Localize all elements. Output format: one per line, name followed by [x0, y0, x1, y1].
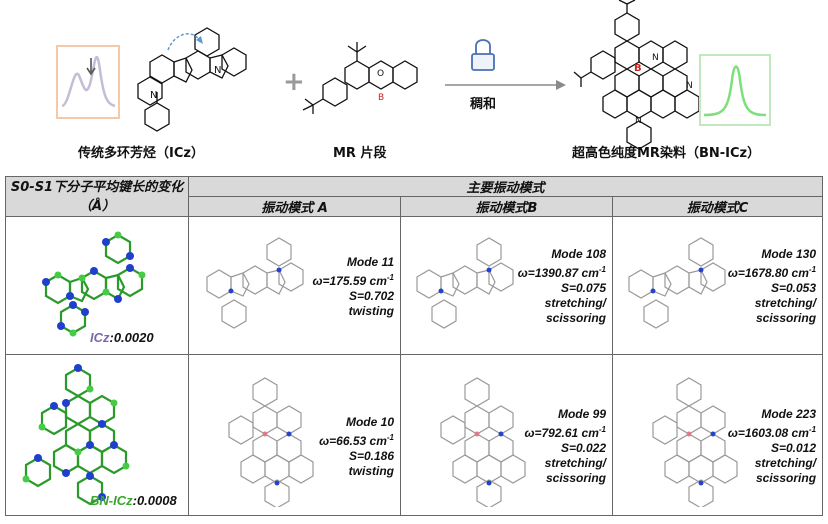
unit-superscript: -1 [808, 425, 817, 434]
icz-mode-b-line-4: stretching/ [544, 296, 606, 310]
bn-icz-mode-c-structure [652, 377, 738, 507]
icz-value: :0.0020 [109, 330, 154, 345]
bn-icz-mode-a-text: Mode 10 ω=66.53 cm-1 S=0.186 twisting [319, 415, 394, 479]
bn-icz-bond-cell: BN-ICz:0.0008 [5, 354, 189, 516]
icz-mode-c-text: Mode 130 ω=1678.80 cm-1 S=0.053 stretchi… [728, 247, 816, 326]
bn-n-atom-2: N [686, 81, 693, 91]
mr-b-atom: B [378, 93, 384, 103]
main-modes-header: 主要振动模式 [187, 176, 824, 197]
icz-mode-b-line-5: scissoring [545, 311, 606, 325]
icz-n-atom-2: N [214, 65, 221, 76]
icz-mode-c-line-1: Mode 130 [761, 247, 817, 261]
bond-length-header: S0-S1下分子平均键长的变化（Å） [5, 176, 189, 217]
icz-mode-c-line-2: ω=1678.80 cm-1 [727, 265, 817, 280]
vibration-mode-table: S0-S1下分子平均键长的变化（Å） 主要振动模式 振动模式 A 振动模式B 振… [5, 176, 824, 516]
bn-icz-mode-b-line-4: stretching/ [544, 456, 606, 470]
icz-mode-b-text: Mode 108 ω=1390.87 cm-1 S=0.075 stretchi… [518, 247, 606, 326]
unit-superscript: -1 [386, 433, 394, 442]
icz-caption: 传统多环芳烃（ICz） [78, 146, 204, 161]
bn-icz-mode-c-line-1: Mode 223 [761, 407, 817, 421]
bn-icz-mode-a-cell: Mode 10 ω=66.53 cm-1 S=0.186 twisting [188, 354, 401, 516]
icz-mode-b-line-1: Mode 108 [551, 247, 606, 261]
icz-bond-label: ICz:0.0020 [90, 330, 154, 345]
icz-mode-a-text: Mode 11 ω=175.59 cm-1 S=0.702 twisting [312, 255, 394, 319]
icz-n-atom-1: N [150, 90, 157, 101]
bn-icz-mode-b-line-3: S=0.022 [560, 441, 606, 455]
icz-mode-a-line-3: S=0.702 [348, 289, 394, 303]
mr-o-atom: O [377, 69, 384, 79]
icz-bond-cell: ICz:0.0020 [5, 216, 189, 355]
icz-overlay-structure [42, 231, 146, 337]
bn-icz-mode-b-cell: Mode 99 ω=792.61 cm-1 S=0.022 stretching… [400, 354, 613, 516]
unit-superscript: -1 [808, 265, 817, 274]
bn-icz-structure [573, 0, 700, 150]
unit-superscript: -1 [386, 273, 394, 282]
plus-sign: + [283, 67, 305, 97]
bn-icz-mode-c-cell: Mode 223 ω=1603.08 cm-1 S=0.012 stretchi… [611, 354, 824, 516]
mode-a-header: 振动模式 A [188, 196, 401, 217]
icz-name: ICz [90, 330, 110, 345]
unit-superscript: -1 [598, 425, 606, 434]
fusion-arc-arrowhead [196, 36, 203, 44]
bn-icz-mode-b-structure [440, 377, 526, 507]
icz-mode-a-structure [206, 237, 304, 329]
bn-icz-mode-c-line-4: stretching/ [754, 456, 817, 470]
icz-mode-b-line-2: ω=1390.87 cm-1 [517, 265, 606, 280]
icz-mode-b-line-3: S=0.075 [560, 281, 606, 295]
reaction-arrowhead [556, 80, 566, 90]
bn-icz-mode-a-line-2: ω=66.53 cm-1 [319, 433, 394, 448]
icz-structure [137, 27, 247, 132]
bn-icz-caption: 超高色纯度MR染料（BN-ICz） [572, 146, 761, 161]
icz-mode-a-line-2: ω=175.59 cm-1 [312, 273, 394, 288]
bn-icz-overlay-structure [22, 364, 130, 506]
icz-mode-c-structure [628, 237, 726, 329]
icz-mode-b-cell: Mode 108 ω=1390.87 cm-1 S=0.075 stretchi… [400, 216, 613, 355]
bn-icz-mode-b-text: Mode 99 ω=792.61 cm-1 S=0.022 stretching… [524, 407, 606, 486]
icz-mode-b-structure [416, 237, 514, 329]
bn-icz-emission-spectrum [699, 54, 771, 126]
bn-icz-name: BN-ICz [90, 493, 133, 508]
mode-c-header: 振动模式C [611, 196, 824, 217]
bn-icz-mode-c-line-3: S=0.012 [770, 441, 817, 455]
icz-mode-c-line-3: S=0.053 [770, 281, 817, 295]
bn-n-atom-3: N [635, 116, 642, 126]
reaction-scheme: N N + B O 稠和 B N N N [56, 0, 771, 150]
unit-superscript: -1 [598, 265, 606, 274]
bn-icz-bond-label: BN-ICz:0.0008 [90, 493, 177, 508]
bn-icz-mode-c-line-5: scissoring [756, 471, 817, 485]
icz-mode-a-cell: Mode 11 ω=175.59 cm-1 S=0.702 twisting [188, 216, 401, 355]
bn-icz-mode-a-structure [228, 377, 314, 507]
icz-mode-c-line-5: scissoring [756, 311, 817, 325]
bond-length-header-text: S0-S1下分子平均键长的变化（Å） [10, 179, 184, 214]
bn-icz-mode-a-line-1: Mode 10 [345, 415, 394, 429]
bn-icz-value: :0.0008 [132, 493, 177, 508]
bn-icz-mode-c-line-2: ω=1603.08 cm-1 [727, 425, 817, 440]
icz-emission-spectrum [56, 45, 120, 119]
icz-mode-c-line-4: stretching/ [754, 296, 817, 310]
bn-icz-mode-a-line-4: twisting [348, 464, 394, 478]
bn-icz-mode-b-line-1: Mode 99 [557, 407, 606, 421]
icz-mode-c-cell: Mode 130 ω=1678.80 cm-1 S=0.053 stretchi… [611, 216, 824, 355]
mr-caption: MR 片段 [333, 146, 387, 161]
bn-b-atom: B [634, 63, 642, 74]
lock-icon [471, 39, 495, 71]
icz-mode-a-line-4: twisting [348, 304, 394, 318]
bn-icz-mode-c-text: Mode 223 ω=1603.08 cm-1 S=0.012 stretchi… [728, 407, 816, 486]
bn-icz-mode-a-line-3: S=0.186 [348, 449, 394, 463]
arrow-label: 稠和 [470, 96, 496, 112]
mr-fragment-structure [302, 42, 418, 114]
bn-icz-mode-b-line-5: scissoring [545, 471, 606, 485]
icz-mode-a-line-1: Mode 11 [346, 255, 394, 269]
bn-icz-mode-b-line-2: ω=792.61 cm-1 [524, 425, 606, 440]
bn-n-atom-1: N [652, 53, 659, 63]
mode-b-header: 振动模式B [400, 196, 613, 217]
